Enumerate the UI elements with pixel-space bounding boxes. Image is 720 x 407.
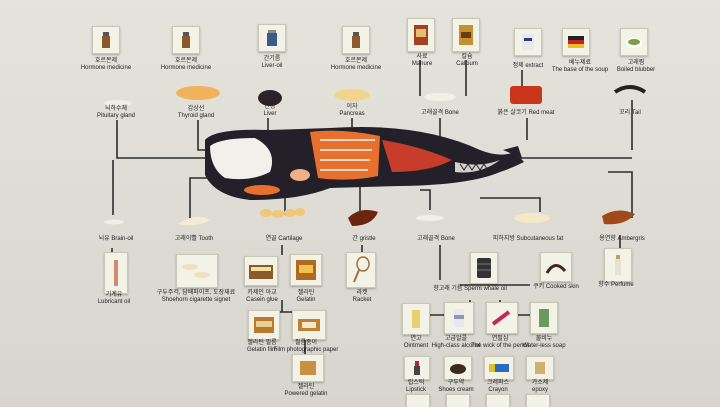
label-bone-1: 고래골격 Bone <box>421 110 459 116</box>
liver-oil-card <box>258 24 286 52</box>
hormone-medicine-card-1 <box>92 26 120 54</box>
photo-paper-card <box>292 310 326 340</box>
bottom-card-1 <box>406 394 430 407</box>
hormone-medicine-card-3 <box>342 26 370 54</box>
racket-card <box>346 252 376 288</box>
label-perfume: 향수 Perfume <box>598 282 634 288</box>
water-soap-card <box>530 302 558 334</box>
gelatin-card <box>290 254 322 286</box>
casein-glue-card <box>244 256 278 286</box>
perfume-card <box>604 248 632 282</box>
label-cooked-skin: 쿠키 Cooked skin <box>533 284 579 290</box>
label-bone-2: 고래골격 Bone <box>417 236 455 242</box>
hormone-medicine-card-2 <box>172 26 200 54</box>
sperm-whale-diagram <box>205 126 524 200</box>
powered-gelatin-card <box>292 354 324 382</box>
label-subcutaneous-fat: 피하지방 Subcutaneous fat <box>492 236 564 242</box>
crayon-card <box>484 356 514 380</box>
label-gristle: 간 gristle <box>352 236 376 242</box>
bottom-card-2 <box>446 394 470 407</box>
label-red-meat: 붉은 살코기 Red meat <box>497 110 555 116</box>
sperm-whale-oil-card <box>470 252 498 284</box>
label-tail: 꼬리 Tail <box>619 110 641 116</box>
shoehorn-card <box>176 254 218 288</box>
alcohol-card <box>444 302 474 334</box>
label-tooth: 고래이빨 Tooth <box>174 236 214 242</box>
bottom-card-3 <box>486 394 510 407</box>
label-extract: 정제 extract <box>512 63 544 69</box>
ointment-card <box>402 303 430 335</box>
shoe-cream-card <box>444 356 472 380</box>
pencil-wick-card <box>486 302 518 334</box>
label-cartilage: 연골 Cartilage <box>265 236 303 242</box>
extract-card <box>514 28 542 56</box>
cooked-skin-card <box>540 252 572 282</box>
boiled-blubber-card <box>620 28 648 56</box>
label-brain-oil: 뇌유 Brain-oil <box>98 236 134 242</box>
gelatin-film-card <box>248 310 280 340</box>
manure-card <box>407 18 435 52</box>
bottom-card-4 <box>526 394 550 407</box>
lipstick-card <box>404 356 430 380</box>
label-sperm-whale-oil: 향고래 기름 Sperm whale oil <box>433 286 507 292</box>
lubricant-oil-card <box>104 252 128 294</box>
calcium-card <box>452 18 480 52</box>
soup-base-card <box>562 28 590 56</box>
label-ambergris: 용연향 Ambergris <box>599 236 645 242</box>
epoxy-card <box>526 356 554 380</box>
